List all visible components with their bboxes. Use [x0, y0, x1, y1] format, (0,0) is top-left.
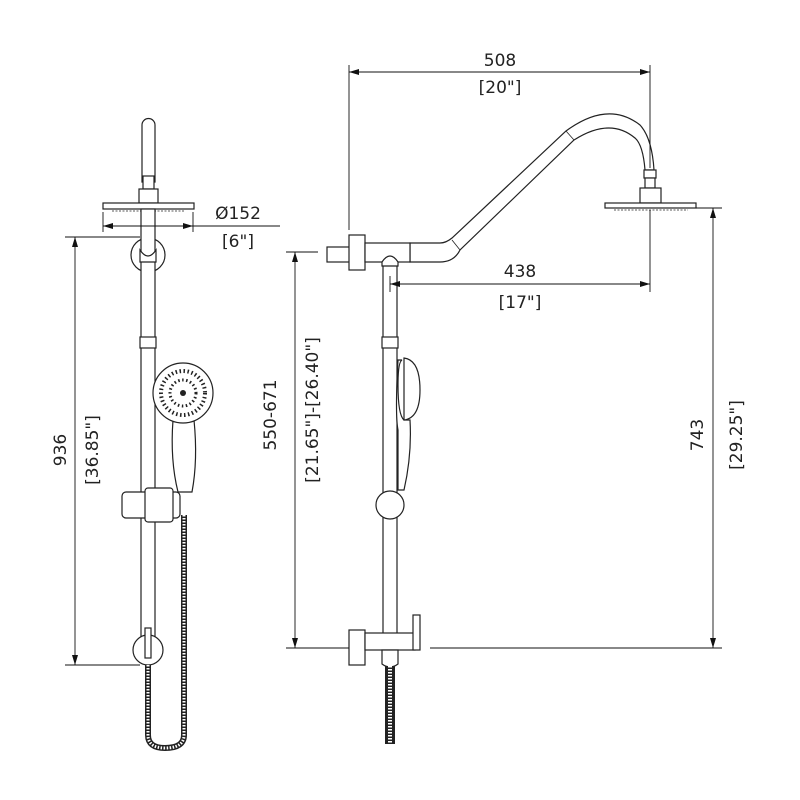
dim-head-diameter-mm: Ø152	[215, 204, 261, 224]
side-arm-collar	[643, 169, 657, 179]
side-head-body	[639, 187, 662, 204]
dim-arm-projection-in: [17"]	[499, 293, 542, 313]
side-wall-flange	[348, 234, 366, 271]
front-hose-coil	[146, 515, 186, 750]
side-handshower-handle	[395, 359, 411, 491]
dim-rail-adjust-mm: 550-671	[261, 379, 281, 450]
side-head-nut	[644, 177, 656, 189]
side-valve-body	[364, 632, 416, 651]
front-handshower-center	[180, 390, 186, 396]
front-rail-joint	[139, 336, 157, 349]
dim-arm-width-in: [20"]	[479, 78, 522, 98]
dim-head-diameter: Ø152 [6"]	[102, 204, 280, 252]
front-view	[102, 117, 214, 752]
dim-overall-height-mm: 936	[51, 434, 71, 466]
side-valve-handle	[412, 614, 421, 651]
side-valve-flange	[348, 629, 366, 666]
dim-head-height: 743 [29.25"]	[430, 207, 747, 649]
dim-arm-projection: 438 [17"]	[389, 210, 651, 313]
dim-arm-width-mm: 508	[484, 51, 516, 71]
dim-head-height-in: [29.25"]	[727, 400, 747, 470]
dim-head-diameter-in: [6"]	[222, 232, 254, 252]
side-head-plate	[604, 202, 697, 209]
front-head-body	[138, 188, 159, 204]
front-rail	[140, 208, 156, 650]
front-arm	[141, 117, 156, 183]
side-rail-joint	[381, 336, 399, 349]
front-handshower-nozzles-inner	[168, 378, 198, 408]
dim-rail-adjust-in: [21.65"]-[26.40"]	[303, 337, 323, 483]
side-rail	[382, 261, 398, 638]
front-arm-nut	[142, 175, 155, 190]
side-rail-cap	[381, 255, 399, 267]
side-slider	[375, 490, 405, 520]
side-wall-stub	[326, 246, 351, 263]
side-arm	[409, 113, 655, 263]
dim-rail-adjust: 550-671 [21.65"]-[26.40"]	[261, 251, 349, 649]
dim-arm-width: 508 [20"]	[348, 51, 651, 230]
front-bracket-clip	[139, 248, 157, 263]
front-head-plate	[102, 202, 195, 210]
dim-overall-height-in: [36.85"]	[83, 415, 103, 485]
side-arm-seam-top	[565, 130, 575, 141]
front-handshower-handle	[171, 419, 197, 493]
side-view	[326, 113, 697, 744]
side-handshower-head	[403, 357, 421, 421]
side-arm-seam-bottom	[451, 239, 461, 251]
front-valve-handle	[144, 627, 152, 659]
dim-overall-height: 936 [36.85"]	[51, 236, 140, 666]
front-slider-holder	[144, 487, 174, 523]
dim-arm-projection-mm: 438	[504, 262, 536, 282]
side-hose-connector	[381, 649, 399, 668]
dim-head-height-mm: 743	[688, 419, 708, 451]
front-handshower-nozzles	[159, 369, 207, 417]
